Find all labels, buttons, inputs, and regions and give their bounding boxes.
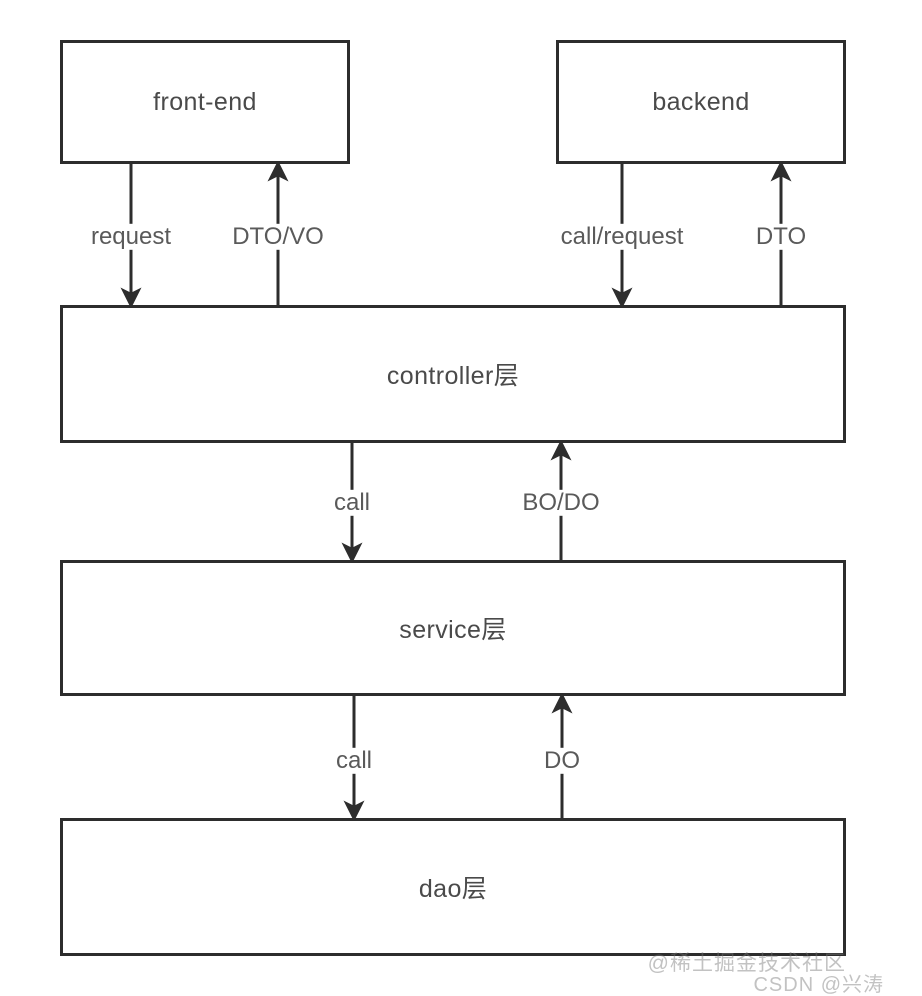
watermark-line-2: CSDN @兴涛 xyxy=(753,974,884,996)
edge-label-controller-to-backend: DTO xyxy=(751,223,811,251)
node-label-front-end: front-end xyxy=(153,87,257,116)
edge-label-service-to-controller: BO/DO xyxy=(518,489,604,517)
edge-label-controller-to-service: call xyxy=(329,489,375,517)
watermark-line-1: @稀土掘金技术社区 xyxy=(647,952,846,975)
node-controller[interactable]: controller层 xyxy=(60,305,846,443)
node-label-service: service层 xyxy=(399,616,507,644)
node-service[interactable]: service层 xyxy=(60,560,846,696)
node-label-dao: dao层 xyxy=(418,875,488,903)
edge-label-frontend-to-controller: request xyxy=(86,223,176,251)
node-label-controller: controller层 xyxy=(386,362,520,390)
node-front-end[interactable]: front-end xyxy=(60,40,350,164)
edge-label-dao-to-service: DO xyxy=(540,747,584,775)
edge-label-backend-to-controller: call/request xyxy=(556,223,688,251)
node-label-backend: backend xyxy=(652,87,750,116)
node-backend[interactable]: backend xyxy=(556,40,846,164)
edge-label-controller-to-frontend: DTO/VO xyxy=(228,223,328,251)
node-dao[interactable]: dao层 xyxy=(60,818,846,956)
edge-label-service-to-dao: call xyxy=(331,747,377,775)
